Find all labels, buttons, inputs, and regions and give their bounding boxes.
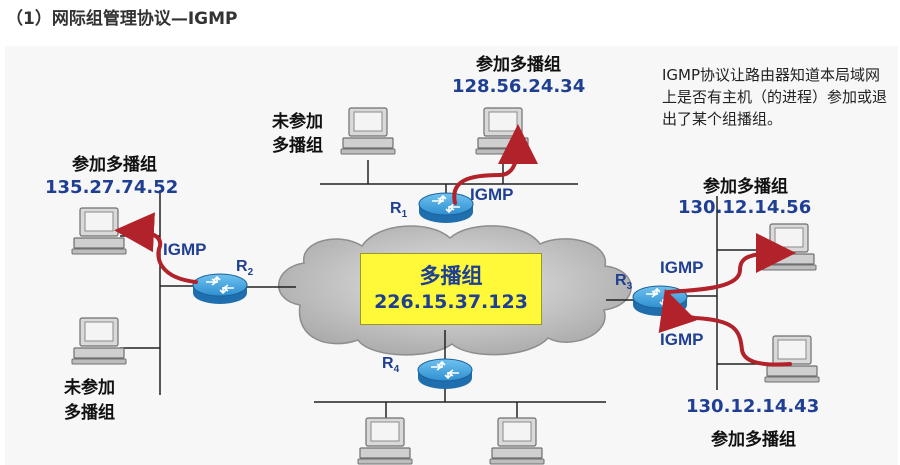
router-label-r1: R1 — [390, 200, 408, 221]
right-lower-label: 参加多播组 — [711, 430, 796, 450]
multicast-group-title: 多播组 — [419, 264, 483, 288]
pc-icon — [761, 223, 817, 271]
pc-icon — [475, 107, 531, 155]
pc-icon — [764, 335, 820, 383]
pc-icon — [357, 417, 413, 465]
left-joined-label: 参加多播组 — [72, 155, 157, 175]
pc-icon — [71, 317, 127, 365]
right-upper-label: 参加多播组 — [703, 177, 788, 197]
router-icon-r1 — [418, 192, 474, 224]
top-joined-ip: 128.56.24.34 — [452, 76, 586, 97]
left-joined-ip: 135.27.74.52 — [45, 177, 179, 198]
igmp-arrow-r3-lower — [658, 288, 792, 367]
igmp-label-r3-upper: IGMP — [660, 258, 704, 277]
page-heading: （1）网际组管理协议—IGMP — [6, 9, 238, 29]
igmp-label-r3-lower: IGMP — [660, 330, 704, 349]
pc-icon — [489, 417, 545, 465]
igmp-arrow-r1 — [452, 124, 538, 205]
top-not-joined-label-line2: 多播组 — [272, 136, 323, 156]
router-icon-r4 — [417, 358, 473, 390]
explanation-note: IGMP协议让路由器知道本局域网上是否有主机（的进程）参加或退出了某个组播组。 — [662, 66, 888, 128]
multicast-group-box: 多播组 226.15.37.123 — [360, 253, 542, 325]
multicast-group-ip: 226.15.37.123 — [374, 291, 528, 313]
top-joined-label: 参加多播组 — [476, 55, 561, 75]
router-label-r3: R3 — [615, 272, 633, 293]
igmp-label-r1: IGMP — [470, 185, 514, 204]
igmp-arrow-r2 — [114, 212, 198, 284]
router-label-r2: R2 — [236, 258, 254, 279]
router-label-r4: R4 — [382, 355, 400, 376]
pc-icon — [340, 107, 396, 155]
pc-icon — [71, 207, 127, 255]
igmp-label-r2: IGMP — [163, 240, 207, 259]
left-not-joined-label-line1: 未参加 — [64, 378, 115, 398]
right-lower-ip: 130.12.14.43 — [686, 396, 820, 417]
right-upper-ip: 130.12.14.56 — [678, 197, 812, 218]
top-not-joined-label-line1: 未参加 — [272, 112, 323, 132]
router-icon-r2 — [192, 273, 248, 305]
left-not-joined-label-line2: 多播组 — [64, 403, 115, 423]
